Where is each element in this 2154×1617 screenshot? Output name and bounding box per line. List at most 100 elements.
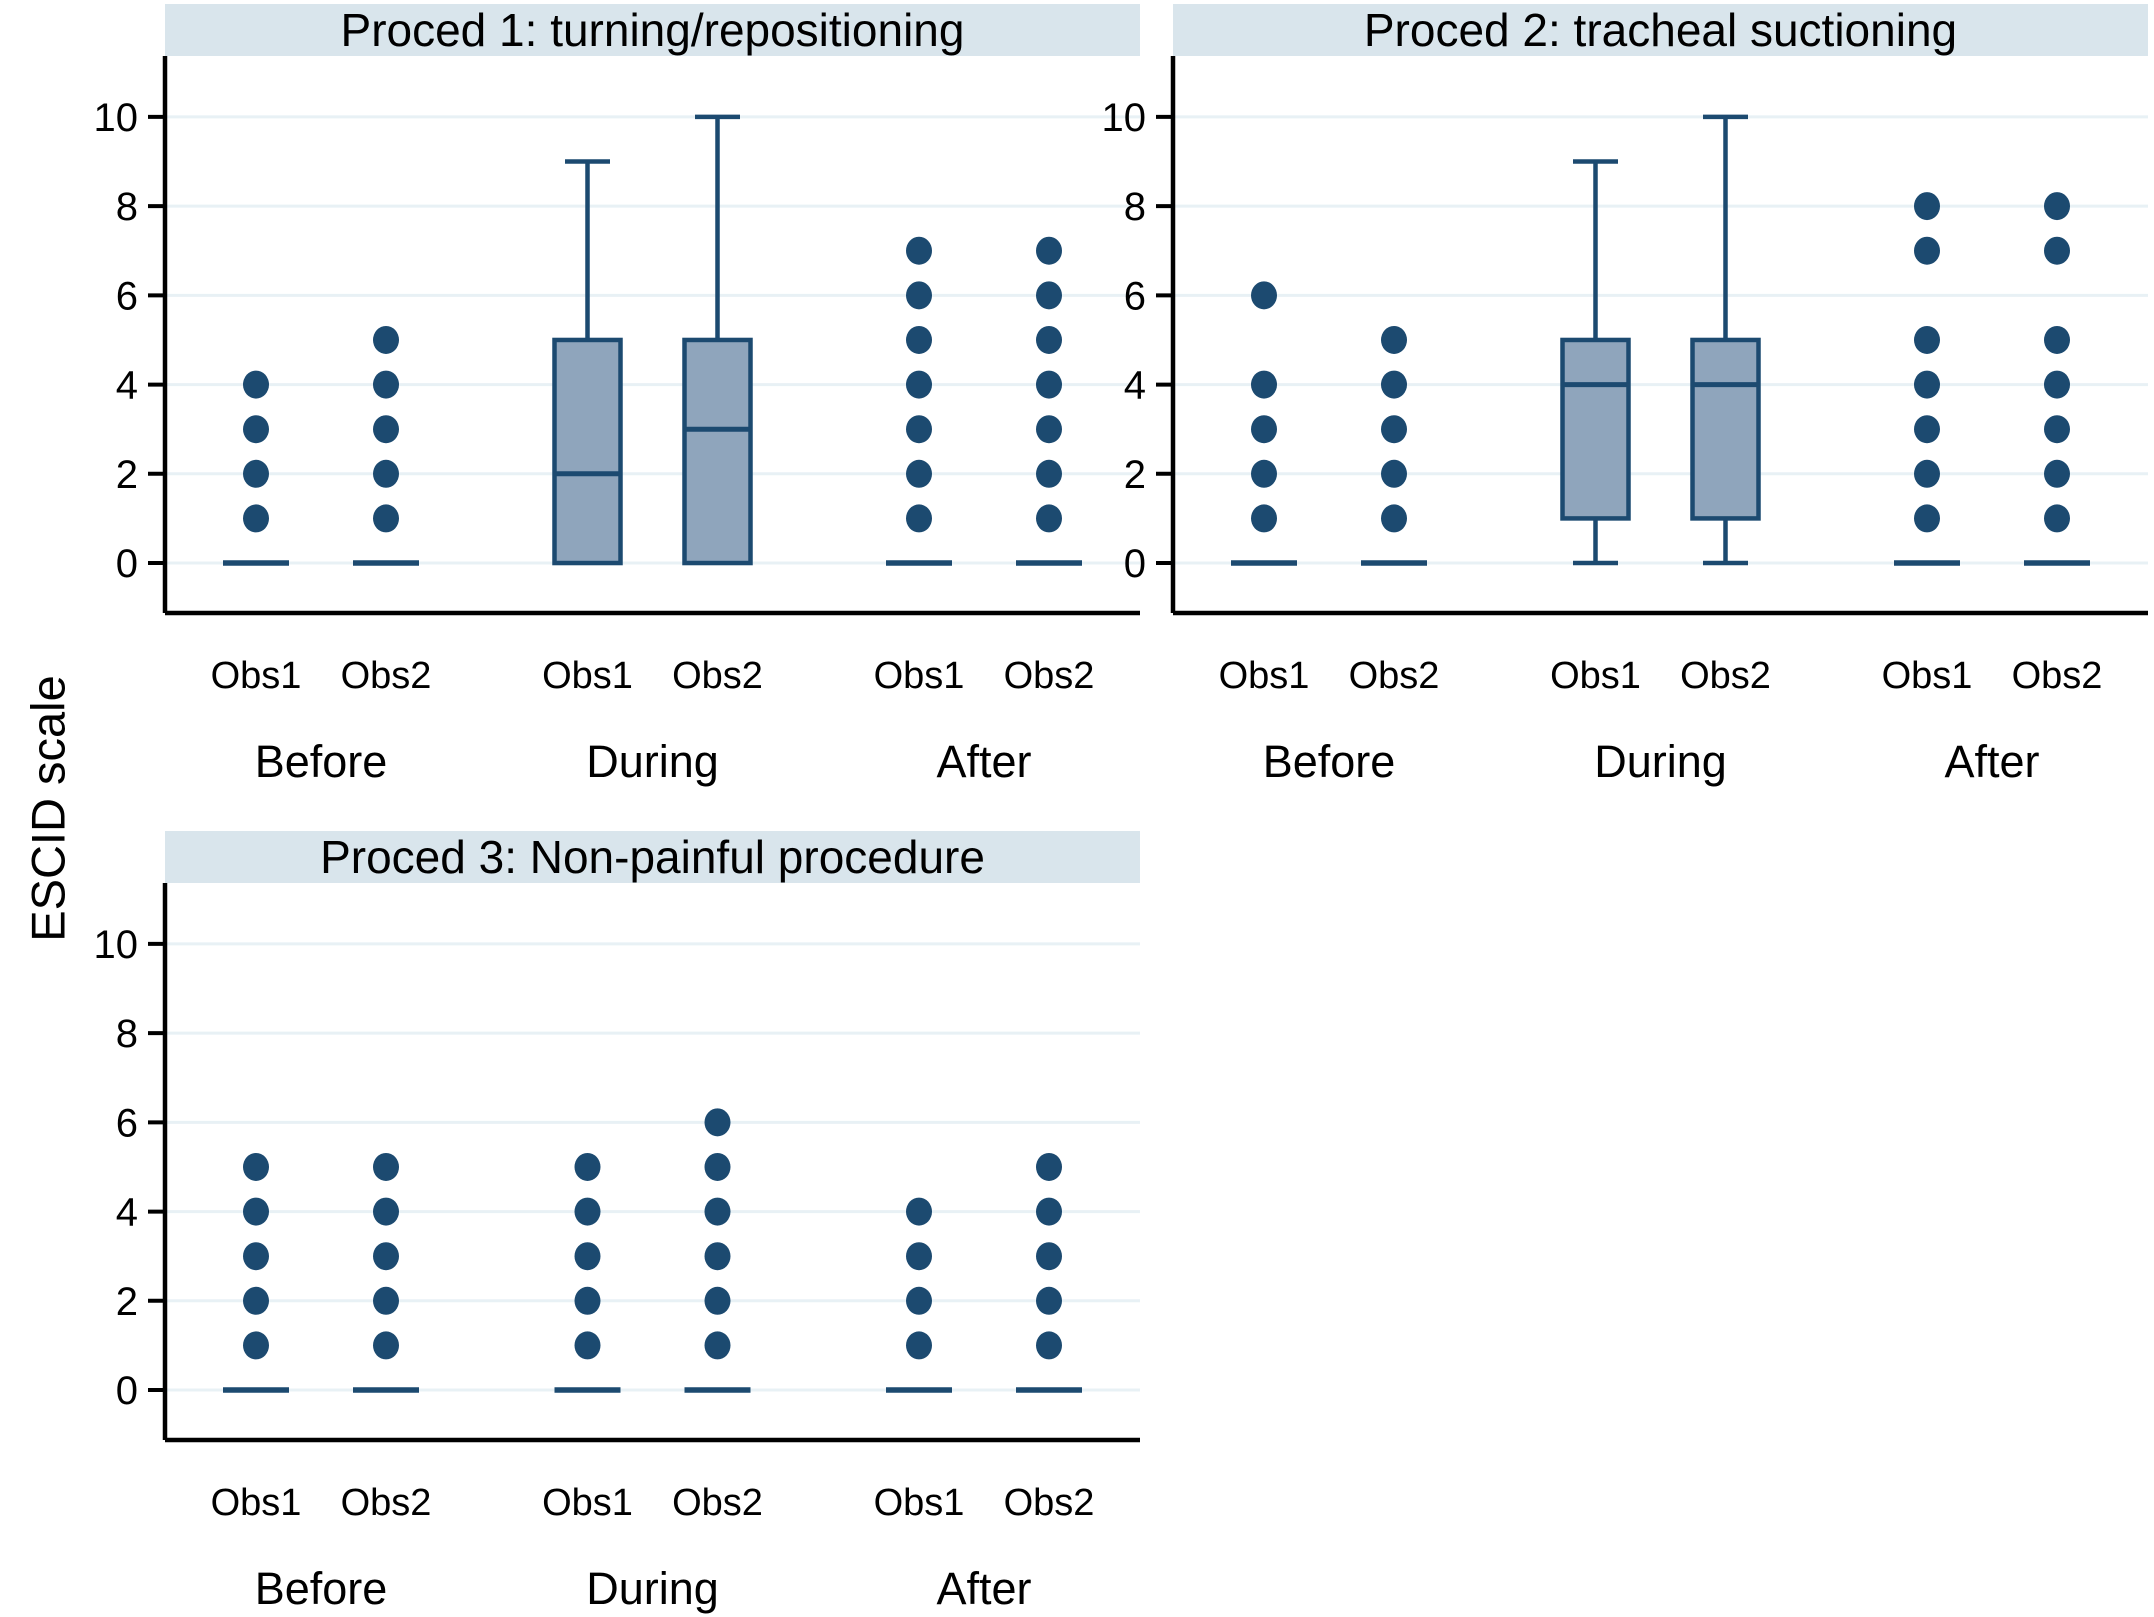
group-label: Before [255,736,388,787]
outlier-dot [1251,459,1277,488]
outlier-dot [704,1108,731,1137]
y-tick-label: 0 [116,1369,138,1413]
outlier-dot [1914,415,1940,444]
outlier-dot [1036,236,1062,265]
outlier-dot [1914,370,1940,399]
box [1690,337,1761,521]
outlier-dot [906,1242,932,1271]
outlier-dot [1381,459,1407,488]
outlier-dot [1914,504,1940,533]
group-label: During [586,736,719,787]
outlier-dot [704,1286,731,1315]
observer-label: Obs1 [1882,655,1973,697]
outlier-dot [1381,370,1407,399]
outlier-dot [373,504,399,533]
observer-label: Obs1 [874,1482,965,1524]
outlier-dot [373,459,399,488]
y-tick-label: 8 [116,1012,138,1056]
outlier-dot [574,1197,601,1226]
box [682,337,753,566]
observer-label: Obs2 [341,1482,432,1524]
outlier-dot [1381,325,1407,354]
outlier-dot [373,325,399,354]
outlier-dot [373,1286,399,1315]
y-tick-label: 2 [116,453,138,497]
y-tick-label: 6 [116,274,138,318]
outlier-dot [243,1242,269,1271]
outlier-dot [243,1197,269,1226]
outlier-dot [373,415,399,444]
outlier-dot [906,370,932,399]
outlier-dot [243,459,269,488]
outlier-dot [2044,459,2070,488]
observer-label: Obs1 [211,1482,302,1524]
outlier-dot [373,1197,399,1226]
outlier-dot [1036,281,1062,310]
observer-label: Obs2 [672,1482,763,1524]
outlier-dot [906,504,932,533]
panel-proced-3: Proced 3: Non-painful procedure0246810Ob… [94,831,1140,1614]
group-label: During [1594,736,1727,787]
outlier-dot [704,1197,731,1226]
outlier-dot [906,1286,932,1315]
panel-title-band [165,4,1140,56]
observer-label: Obs2 [2012,655,2103,697]
observer-label: Obs1 [542,1482,633,1524]
observer-label: Obs1 [542,655,633,697]
outlier-dot [1914,236,1940,265]
panel-title: Proced 2: tracheal suctioning [1364,4,1957,56]
group-label: Before [1263,736,1396,787]
outlier-dot [243,1286,269,1315]
outlier-dot [1251,415,1277,444]
panel-title: Proced 1: turning/repositioning [341,4,965,56]
outlier-dot [1036,1242,1062,1271]
outlier-dot [373,1331,399,1360]
panel-title: Proced 3: Non-painful procedure [320,831,985,883]
outlier-dot [574,1152,601,1181]
outlier-dot [574,1331,601,1360]
outlier-dot [906,325,932,354]
panel-title-band [1173,4,2148,56]
outlier-dot [574,1242,601,1271]
y-tick-label: 2 [116,1280,138,1324]
box [552,337,623,566]
outlier-dot [2044,192,2070,221]
y-tick-label: 0 [116,542,138,586]
outlier-dot [2044,325,2070,354]
outlier-dot [243,1331,269,1360]
outlier-dot [243,370,269,399]
y-tick-label: 10 [94,96,139,140]
outlier-dot [243,415,269,444]
outlier-dot [2044,504,2070,533]
observer-label: Obs2 [1004,1482,1095,1524]
y-tick-label: 4 [116,1191,138,1235]
outlier-dot [1036,1331,1062,1360]
outlier-dot [2044,370,2070,399]
panel-title-band [165,831,1140,883]
observer-label: Obs1 [1219,655,1310,697]
outlier-dot [1036,459,1062,488]
y-tick-label: 8 [1124,185,1146,229]
observer-label: Obs2 [672,655,763,697]
outlier-dot [1036,325,1062,354]
outlier-dot [704,1242,731,1271]
outlier-dot [1036,504,1062,533]
panel-proced-1: Proced 1: turning/repositioning0246810Ob… [94,4,1140,787]
outlier-dot [906,459,932,488]
outlier-dot [574,1286,601,1315]
outlier-dot [1036,1286,1062,1315]
outlier-dot [2044,415,2070,444]
y-tick-label: 4 [1124,364,1146,408]
outlier-dot [1914,325,1940,354]
outlier-dot [1036,370,1062,399]
outlier-dot [1251,504,1277,533]
observer-label: Obs2 [341,655,432,697]
outlier-dot [1914,459,1940,488]
y-tick-label: 10 [1102,96,1147,140]
box [1560,337,1631,521]
outlier-dot [906,1197,932,1226]
outlier-dot [704,1152,731,1181]
outlier-dot [1381,504,1407,533]
y-tick-label: 10 [94,923,139,967]
